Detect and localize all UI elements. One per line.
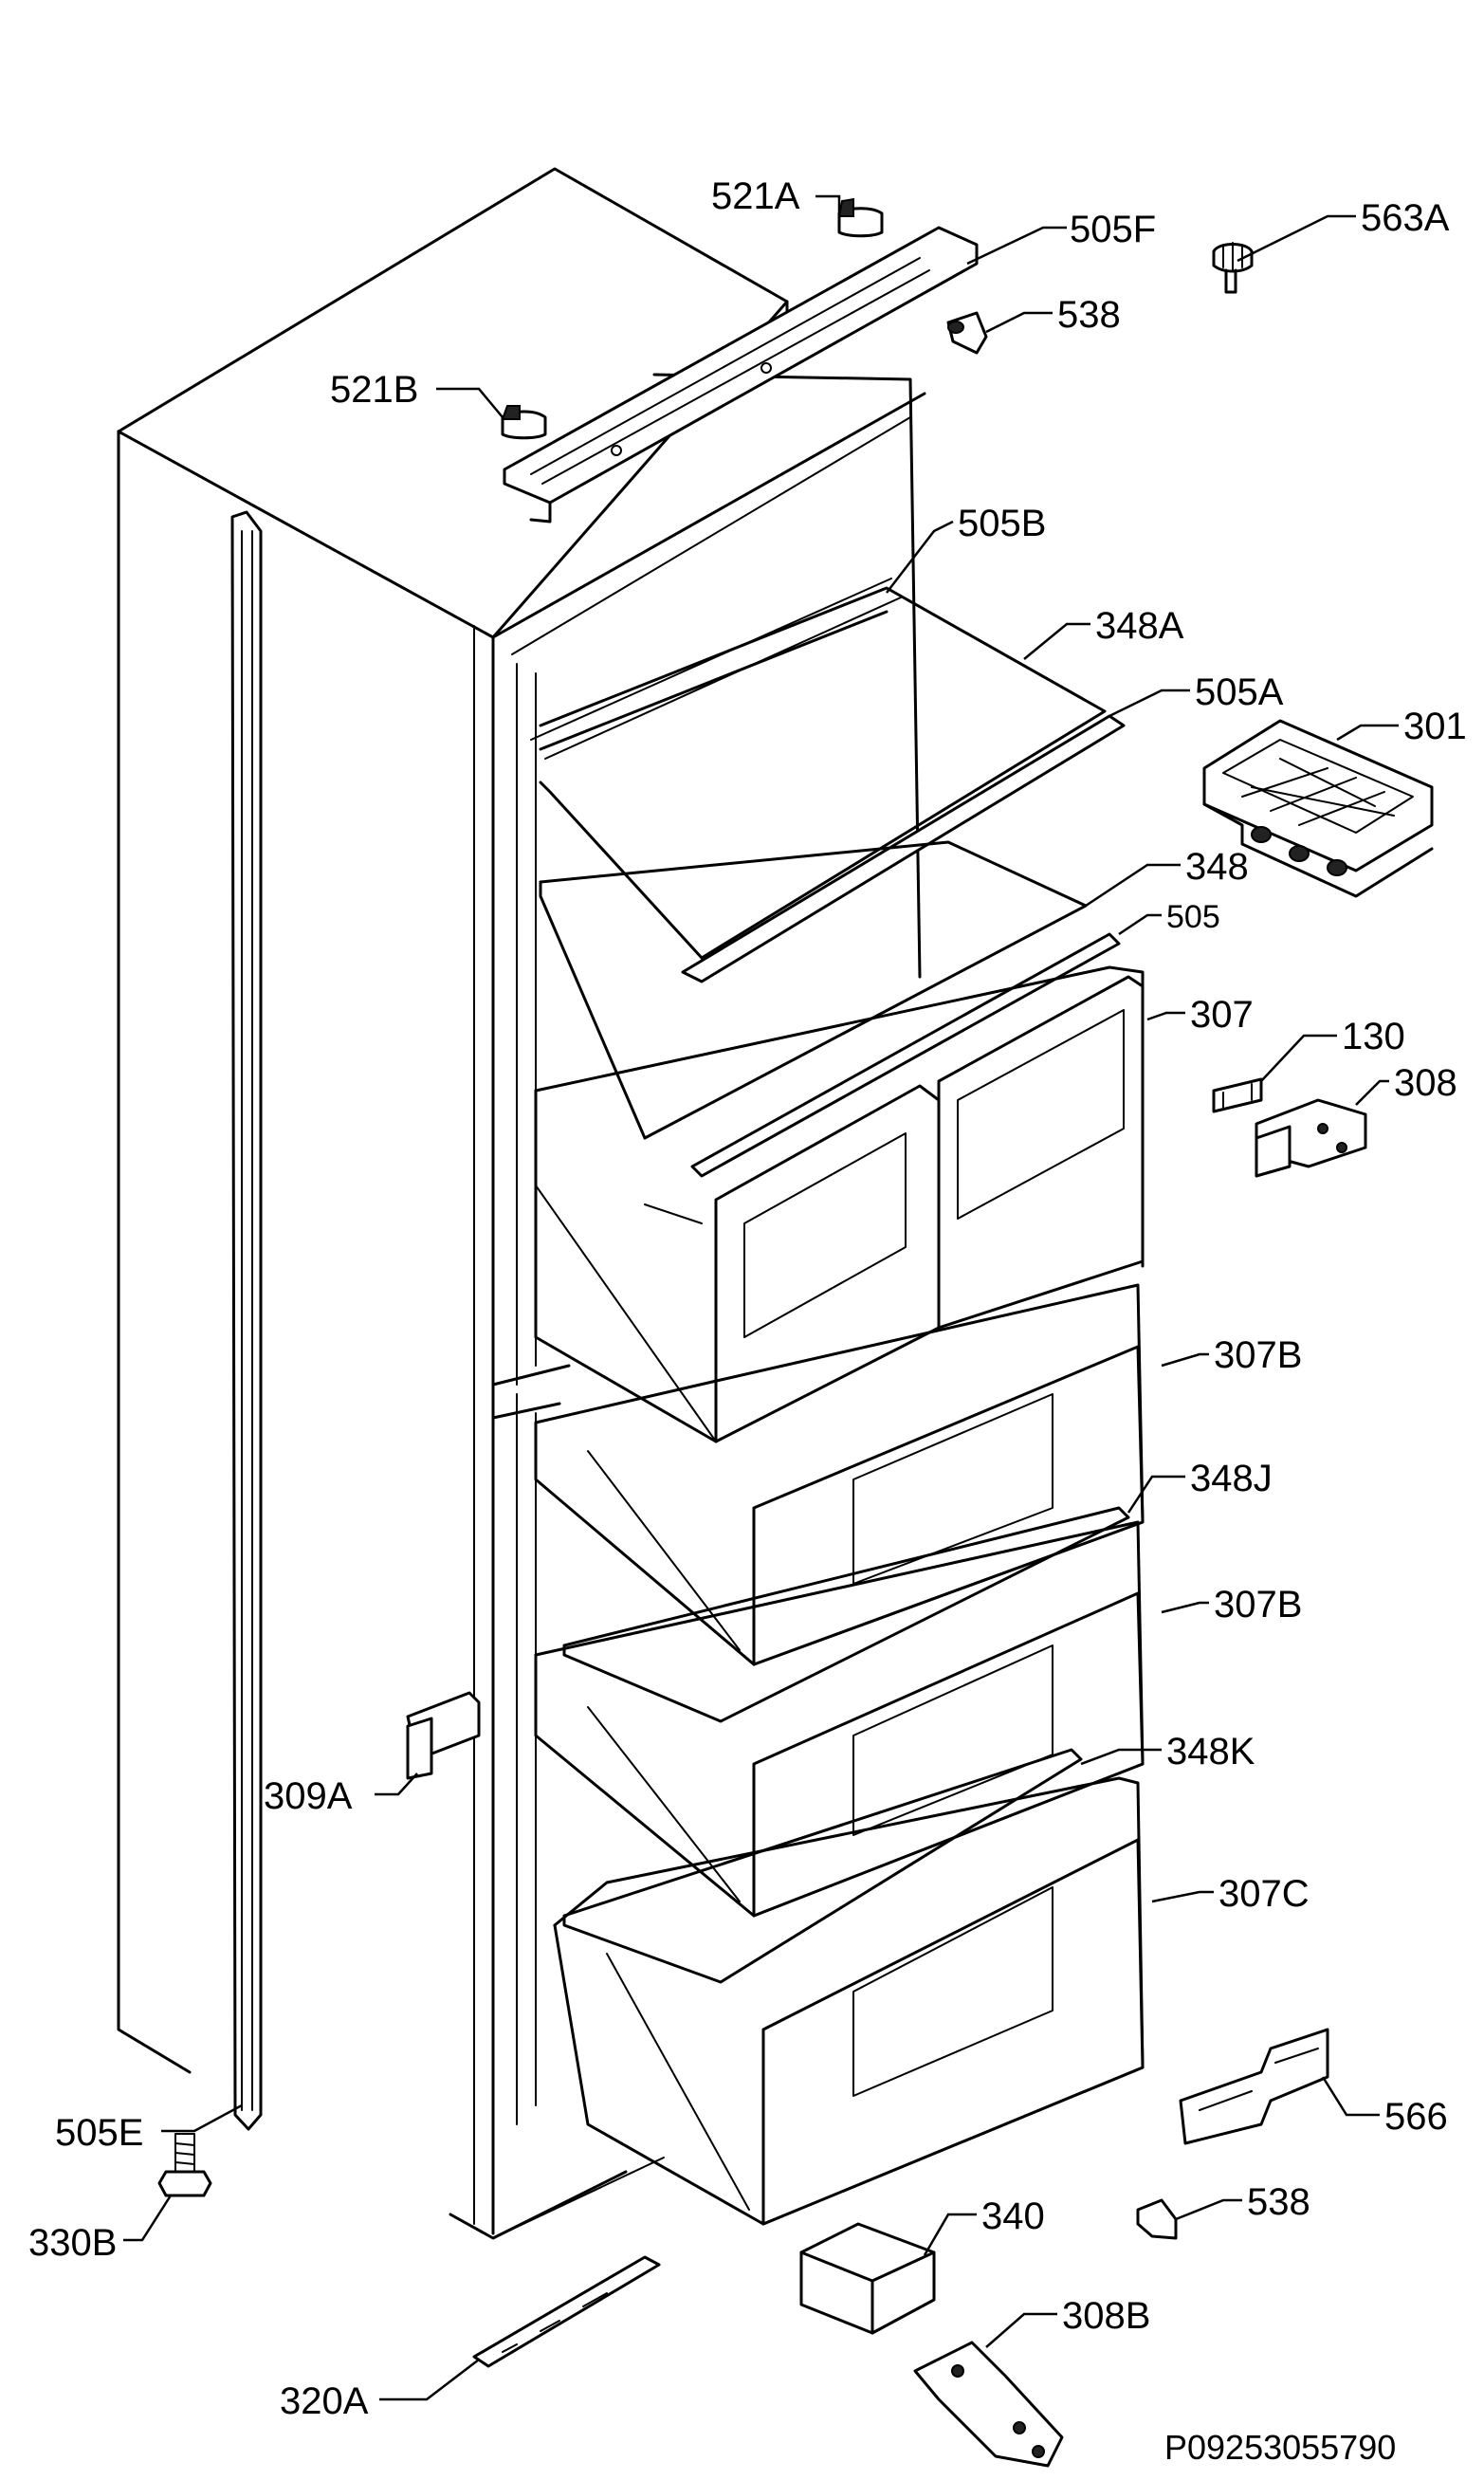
glass-shelf-348a (530, 578, 1126, 983)
glass-348j (562, 1506, 1130, 1723)
label-309a: 309A (264, 1775, 353, 1817)
block-340 (799, 2222, 936, 2335)
label-521a: 521A (711, 175, 800, 217)
label-308b: 308B (1062, 2295, 1150, 2337)
glass-shelf-348 (539, 840, 1121, 1178)
clip-130 (1212, 1077, 1263, 1113)
document-code: P09253055790 (1164, 2428, 1396, 2467)
hinge-pin-538-bottom (1136, 2198, 1178, 2240)
label-348k: 348K (1166, 1731, 1255, 1773)
drawer-307c (553, 1776, 1145, 2226)
bracket-309a (406, 1691, 481, 1780)
label-307b-2: 307B (1214, 1584, 1302, 1626)
label-307c: 307C (1218, 1873, 1310, 1915)
upper-drawers-307 (534, 965, 1145, 1443)
cover-566 (1179, 2028, 1329, 2145)
label-505b: 505B (958, 503, 1046, 544)
top-hinge-bracket-505f (503, 226, 979, 524)
label-563a: 563A (1361, 197, 1450, 239)
ice-tray-301 (1202, 719, 1434, 898)
label-505e: 505E (55, 2112, 143, 2154)
drawer-307b-lower (534, 1520, 1145, 1918)
leader-lines (123, 194, 1399, 2401)
glass-348k (562, 1748, 1083, 1984)
label-348a: 348A (1095, 605, 1184, 647)
hinge-308b (913, 2341, 1064, 2468)
hinge-cap-521b (501, 405, 547, 440)
label-320a: 320A (280, 2380, 369, 2422)
part-labels: 521A 505F 563A 538 521B 505B 348A 505A 3… (28, 175, 1467, 2467)
cabinet-body (117, 167, 926, 2240)
hinge-cap-521a (837, 197, 884, 238)
label-521b: 521B (330, 369, 418, 411)
hinge-pin-538-top (946, 311, 988, 355)
label-505a: 505A (1195, 671, 1284, 713)
rail-320a (472, 2255, 661, 2368)
label-307: 307 (1190, 994, 1254, 1036)
door-seal-505e (230, 510, 263, 2131)
label-538-bottom: 538 (1247, 2181, 1310, 2223)
label-538-top: 538 (1057, 294, 1121, 336)
label-130: 130 (1342, 1016, 1405, 1057)
foot-330b (157, 2133, 212, 2197)
hinge-308 (1255, 1098, 1367, 1178)
label-505: 505 (1166, 899, 1220, 935)
label-348j: 348J (1190, 1458, 1273, 1499)
label-308: 308 (1394, 1062, 1457, 1104)
label-505f: 505F (1070, 209, 1156, 250)
label-340: 340 (981, 2195, 1045, 2237)
label-566: 566 (1384, 2096, 1448, 2138)
label-307b-1: 307B (1214, 1334, 1302, 1376)
label-330b: 330B (28, 2222, 117, 2264)
bushing-563a (1212, 242, 1254, 294)
label-348: 348 (1185, 846, 1249, 888)
label-301: 301 (1403, 706, 1467, 747)
